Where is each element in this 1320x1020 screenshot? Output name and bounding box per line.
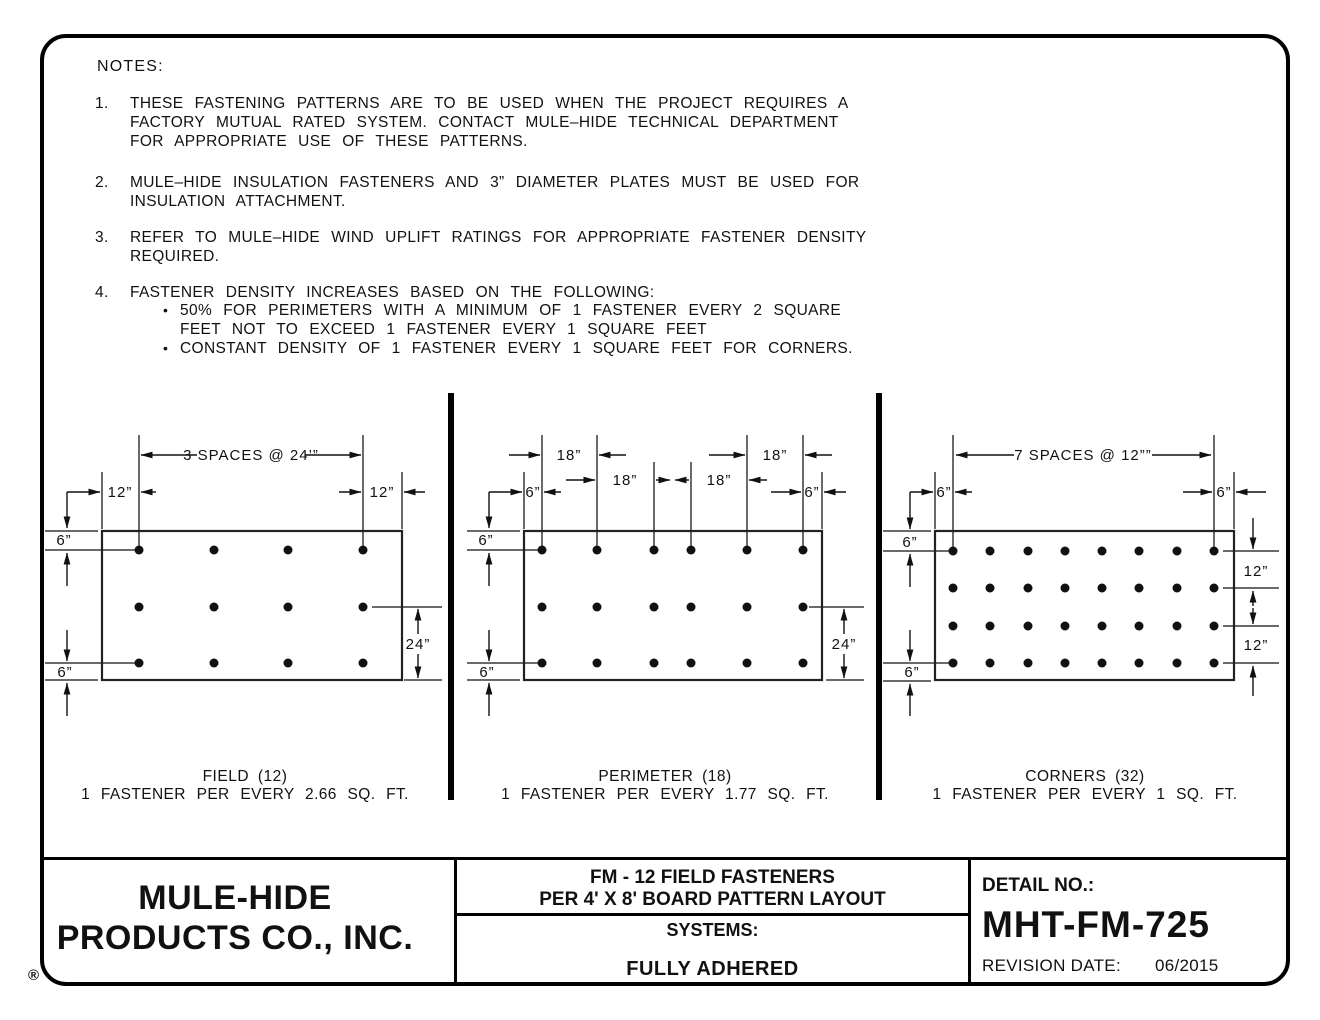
title-block-divider xyxy=(968,860,971,984)
note-item-3: 3. REFER TO MULE–HIDE WIND UPLIFT RATING… xyxy=(95,228,895,266)
revision-row: REVISION DATE: 06/2015 xyxy=(982,956,1219,976)
field-board-outline xyxy=(100,529,404,682)
title-block-row-divider xyxy=(457,913,968,916)
diagram-title: CORNERS (32) xyxy=(1025,768,1144,785)
revision-date: 06/2015 xyxy=(1154,956,1219,975)
field-fastener-dots xyxy=(134,545,368,668)
dim-label-edge-top: 6” xyxy=(902,534,917,551)
diagram-title: PERIMETER (18) xyxy=(598,768,731,785)
note-bullet-1: • 50% FOR PERIMETERS WITH A MINIMUM OF 1… xyxy=(163,302,863,339)
note-number: 1. xyxy=(95,95,109,112)
detail-no-value: MHT-FM-725 xyxy=(982,904,1210,945)
company-name: MULE-HIDE PRODUCTS CO., INC. xyxy=(44,878,426,958)
dim-label-offset-left: 12” xyxy=(108,484,133,501)
note-number: 3. xyxy=(95,229,109,246)
corners-extension-lines xyxy=(883,435,1279,682)
note-text: REFER TO MULE–HIDE WIND UPLIFT RATINGS F… xyxy=(130,229,867,265)
corners-fastener-dots xyxy=(948,546,1219,668)
dim-label-spacing: 18” xyxy=(707,472,732,489)
note-item-4: 4. FASTENER DENSITY INCREASES BASED ON T… xyxy=(95,283,895,302)
bullet-icon: • xyxy=(163,302,169,318)
perimeter-dimension-arrows xyxy=(485,451,848,716)
title-block: MULE-HIDE PRODUCTS CO., INC. FM - 12 FIE… xyxy=(44,857,1286,984)
diagram-density: 1 FASTENER PER EVERY 2.66 SQ. FT. xyxy=(81,786,409,803)
dim-label-row-spacing-2: 12” xyxy=(1244,637,1269,654)
dim-label-span: 3 SPACES @ 24’” xyxy=(183,447,319,464)
company-line2: PRODUCTS CO., INC. xyxy=(56,919,414,957)
note-text: THESE FASTENING PATTERNS ARE TO BE USED … xyxy=(130,95,849,150)
fastening-pattern-diagrams: 3 SPACES @ 24’” 12” 12” 6” 6” 24” FIELD … xyxy=(42,390,1288,810)
company-line1: MULE-HIDE xyxy=(138,879,332,917)
notes-heading: NOTES: xyxy=(97,58,164,75)
diagram-density: 1 FASTENER PER EVERY 1.77 SQ. FT. xyxy=(501,786,829,803)
dim-label-edge-top: 6” xyxy=(56,532,71,549)
dim-label-offset-left: 6” xyxy=(936,484,951,501)
dim-label-edge-bottom: 6” xyxy=(57,664,72,681)
dim-label-offset-right: 6” xyxy=(804,484,819,501)
diagram-title: FIELD (12) xyxy=(203,768,288,785)
dim-label-spacing: 18” xyxy=(613,472,638,489)
diagram-divider xyxy=(876,393,882,800)
note-text: MULE–HIDE INSULATION FASTENERS AND 3” DI… xyxy=(130,174,860,210)
dim-label-spacing: 18” xyxy=(763,447,788,464)
dim-label-edge-top: 6” xyxy=(478,532,493,549)
dim-label-row-spacing: 24” xyxy=(406,636,431,653)
corners-pattern-diagram: 7 SPACES @ 12”” 6” 6” 6” 6” 12” 12” CORN… xyxy=(883,435,1279,803)
bullet-text: CONSTANT DENSITY OF 1 FASTENER EVERY 1 S… xyxy=(180,340,853,357)
diagram-density: 1 FASTENER PER EVERY 1 SQ. FT. xyxy=(933,786,1238,803)
perimeter-fastener-dots xyxy=(537,545,808,668)
detail-no-label: DETAIL NO.: xyxy=(982,875,1095,896)
dim-label-row-spacing: 24” xyxy=(832,636,857,653)
note-text: FASTENER DENSITY INCREASES BASED ON THE … xyxy=(130,284,655,301)
registered-trademark-icon: ® xyxy=(28,967,40,984)
dim-label-span: 7 SPACES @ 12”” xyxy=(1014,447,1152,464)
diagram-divider xyxy=(448,393,454,800)
dim-label-offset-right: 6” xyxy=(1216,484,1231,501)
corners-board-outline xyxy=(933,529,1236,682)
drawing-title: FM - 12 FIELD FASTENERS PER 4' X 8' BOAR… xyxy=(457,867,968,911)
sheet-border xyxy=(40,34,1290,986)
dim-label-edge-bottom: 6” xyxy=(479,664,494,681)
revision-label: REVISION DATE: xyxy=(982,956,1121,975)
field-dimension-arrows xyxy=(63,451,425,716)
systems-value: FULLY ADHERED xyxy=(626,958,799,980)
drawing-title-line1: FM - 12 FIELD FASTENERS xyxy=(590,867,835,888)
systems-label: SYSTEMS: xyxy=(666,920,759,940)
perimeter-pattern-diagram: 18” 18” 18” 18” 6” 6” 6” 6” 24” PERIMETE… xyxy=(467,435,864,803)
bullet-icon: • xyxy=(163,340,169,356)
note-number: 4. xyxy=(95,284,109,301)
field-extension-lines xyxy=(45,435,442,681)
title-block-divider xyxy=(454,860,457,984)
note-bullet-2: • CONSTANT DENSITY OF 1 FASTENER EVERY 1… xyxy=(163,340,863,359)
perimeter-extension-lines xyxy=(467,435,864,681)
bullet-text: 50% FOR PERIMETERS WITH A MINIMUM OF 1 F… xyxy=(180,302,842,338)
perimeter-board-outline xyxy=(522,529,824,682)
dim-label-spacing: 18” xyxy=(557,447,582,464)
dim-label-offset-left: 6” xyxy=(525,484,540,501)
corners-dimension-arrows xyxy=(906,451,1266,716)
dim-label-offset-right: 12” xyxy=(370,484,395,501)
note-item-1: 1. THESE FASTENING PATTERNS ARE TO BE US… xyxy=(95,94,895,151)
note-item-2: 2. MULE–HIDE INSULATION FASTENERS AND 3”… xyxy=(95,173,895,211)
dim-label-row-spacing-1: 12” xyxy=(1244,563,1269,580)
note-number: 2. xyxy=(95,174,109,191)
field-pattern-diagram: 3 SPACES @ 24’” 12” 12” 6” 6” 24” FIELD … xyxy=(45,435,442,803)
dim-label-edge-bottom: 6” xyxy=(904,664,919,681)
drawing-title-line2: PER 4' X 8' BOARD PATTERN LAYOUT xyxy=(539,889,886,910)
